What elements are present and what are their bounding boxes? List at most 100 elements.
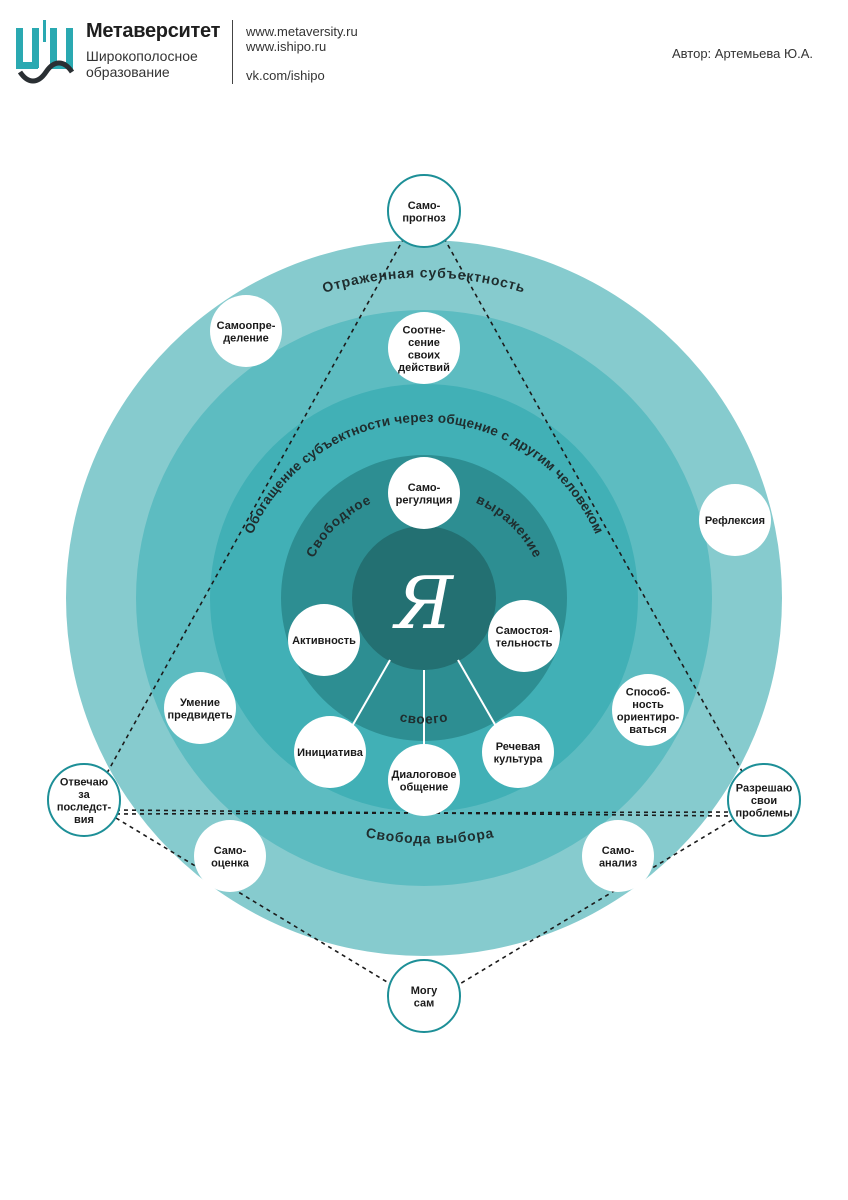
node-circle — [612, 674, 684, 746]
header: Метаверситет Широкополосное образование … — [0, 0, 848, 100]
node-label-line: оценка — [211, 857, 250, 869]
node-label: Инициатива — [297, 747, 364, 759]
node-label-line: общение — [400, 781, 448, 793]
brand-subtitle-line2: образование — [86, 64, 170, 80]
node-label-line: Само- — [214, 845, 247, 857]
metaversity-logo-icon — [16, 20, 75, 84]
node-circle — [288, 604, 360, 676]
node-label: Активность — [292, 635, 356, 647]
node-label-line: ваться — [629, 724, 666, 736]
center-circle — [352, 526, 496, 670]
center-glyph: Я — [392, 561, 455, 645]
node-circle — [482, 716, 554, 788]
ring-label-inner-bottom: своего — [399, 709, 450, 726]
node-samoregulyaciya: Само-регуляция — [388, 457, 460, 529]
node-circle — [294, 716, 366, 788]
node-label-line: анализ — [599, 857, 638, 869]
node-label-line: прогноз — [402, 212, 446, 224]
node-label: Само-анализ — [599, 845, 638, 870]
node-label-line: Самоопре- — [217, 320, 276, 332]
node-iniciativa: Инициатива — [294, 716, 366, 788]
node-samostoyatelnost: Самостоя-тельность — [488, 600, 560, 672]
node-label-line: действий — [398, 362, 450, 374]
header-links: www.metaversity.ru www.ishipo.ru vk.com/… — [246, 24, 358, 83]
node-samoocenka: Само-оценка — [194, 820, 266, 892]
node-label: Само-прогноз — [402, 200, 446, 225]
node-label-line: Умение — [180, 697, 220, 709]
node-label-line: Само- — [408, 200, 441, 212]
node-label-line: Рефлексия — [705, 515, 765, 527]
header-divider — [232, 20, 233, 84]
node-label: Самостоя-тельность — [496, 625, 553, 650]
node-circle — [388, 457, 460, 529]
node-label-line: Диалоговое — [392, 769, 457, 781]
node-circle — [194, 820, 266, 892]
node-label-line: Могу — [411, 985, 438, 997]
link-metaversity[interactable]: www.metaversity.ru — [246, 24, 358, 39]
node-samoopredelenie: Самоопре-деление — [210, 295, 282, 367]
node-label-line: Инициатива — [297, 747, 364, 759]
node-label-line: Самостоя- — [496, 625, 553, 637]
node-label-line: Само- — [408, 482, 441, 494]
node-label-line: сам — [414, 997, 435, 1009]
node-circle — [699, 484, 771, 556]
author: Автор: Артемьева Ю.А. — [672, 46, 814, 61]
node-label-line: культура — [494, 753, 544, 765]
node-label-line: предвидеть — [167, 709, 232, 721]
node-label-line: свои — [751, 795, 777, 807]
node-label-line: деление — [223, 332, 269, 344]
node-label-line: ность — [632, 699, 664, 711]
node-circle — [210, 295, 282, 367]
node-samoprognoz: Само-прогноз — [387, 174, 461, 248]
brand-title: Метаверситет — [86, 20, 221, 42]
node-label-line: тельность — [496, 637, 553, 649]
brand-subtitle: Широкополосное образование — [86, 48, 226, 80]
node-circle — [582, 820, 654, 892]
link-vk[interactable]: vk.com/ishipo — [246, 68, 325, 83]
node-label: Самоопре-деление — [217, 320, 276, 345]
node-label-line: сение — [408, 337, 440, 349]
node-circle — [387, 959, 461, 1033]
node-label: Само-оценка — [211, 845, 250, 870]
node-aktivnost: Активность — [288, 604, 360, 676]
node-label: Само-регуляция — [396, 482, 453, 507]
node-label-line: последст- — [57, 801, 112, 813]
node-circle — [388, 312, 460, 384]
node-circle — [727, 763, 801, 837]
node-label-line: проблемы — [736, 808, 793, 820]
node-label-line: вия — [74, 814, 94, 826]
node-label-line: регуляция — [396, 494, 453, 506]
node-circle — [388, 744, 460, 816]
node-label-line: Соотне- — [403, 324, 446, 336]
node-circle — [488, 600, 560, 672]
node-circle — [47, 763, 121, 837]
node-label-line: Отвечаю — [60, 776, 108, 788]
ring-label-freedom: Свобода выбора — [365, 824, 495, 846]
node-label-line: Разрешаю — [736, 783, 792, 795]
node-label-line: ориентиро- — [617, 711, 680, 723]
node-label-line: Само- — [602, 845, 635, 857]
node-label: Рефлексия — [705, 515, 765, 527]
node-label-line: Активность — [292, 635, 356, 647]
node-label-line: Способ- — [626, 686, 671, 698]
node-circle — [387, 174, 461, 248]
link-ishipo[interactable]: www.ishipo.ru — [246, 39, 327, 54]
